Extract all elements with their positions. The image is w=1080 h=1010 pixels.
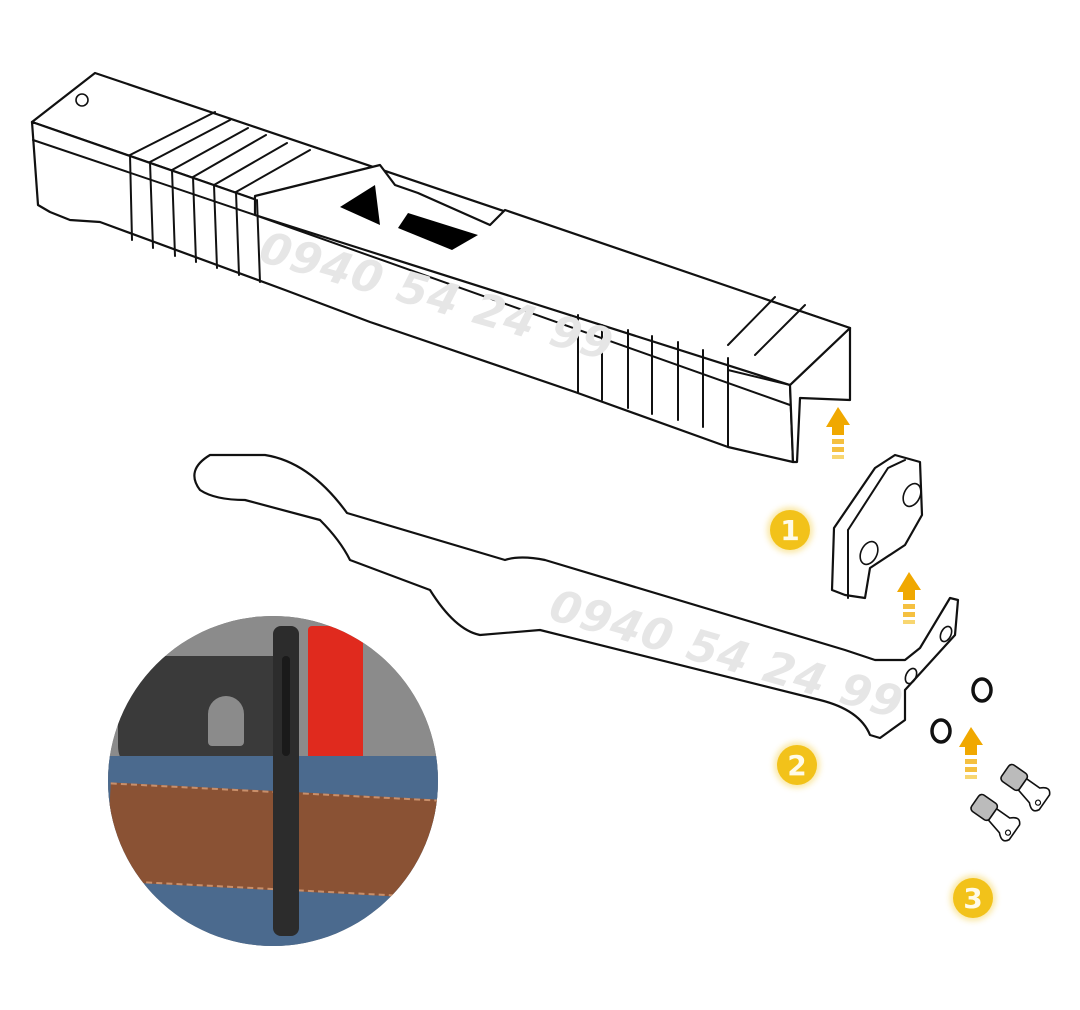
step-badge-2: 2: [777, 745, 817, 785]
step-badge-1: 1: [770, 510, 810, 550]
arrow-up-icon: [826, 407, 850, 459]
trigger-guard: [208, 696, 244, 746]
arrow-up-icon: [959, 727, 983, 779]
arrow-up-icon: [897, 572, 921, 624]
screws: [970, 763, 1051, 842]
clip-slot: [282, 656, 290, 756]
slide-outline: [30, 71, 852, 464]
mounting-plate: [830, 453, 924, 600]
o-rings: [930, 677, 993, 744]
step-badge-3: 3: [953, 878, 993, 918]
inset-photo: [108, 616, 438, 946]
belt-clip: [193, 453, 960, 740]
